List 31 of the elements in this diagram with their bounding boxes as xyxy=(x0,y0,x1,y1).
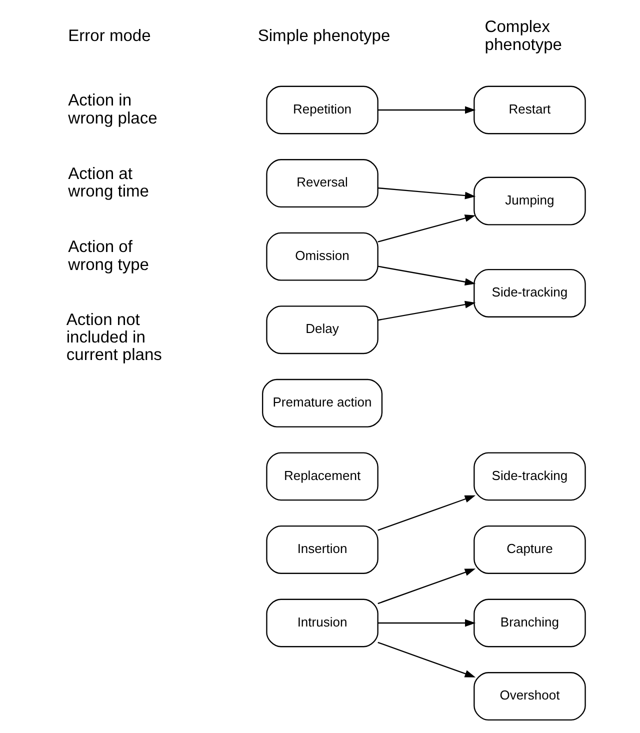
arrow xyxy=(377,495,476,531)
arrow xyxy=(377,619,476,627)
node-box: Side-tracking xyxy=(473,268,586,318)
arrow xyxy=(377,266,476,286)
label: Action not included in current plans xyxy=(66,310,162,364)
node-box: Reversal xyxy=(266,159,378,208)
node-box: Repetition xyxy=(266,86,378,134)
node-box: Insertion xyxy=(266,525,378,574)
node-box: Replacement xyxy=(266,452,378,501)
label: Action at wrong time xyxy=(68,164,148,201)
arrow xyxy=(377,214,476,242)
node-box: Overshoot xyxy=(473,672,586,721)
node-box: Omission xyxy=(266,232,378,281)
arrow xyxy=(377,106,476,114)
label: Error mode xyxy=(68,26,150,46)
arrow xyxy=(377,642,476,678)
arrow xyxy=(377,187,476,200)
node-box: Restart xyxy=(473,86,586,134)
node-box: Premature action xyxy=(262,378,382,428)
label: Action in wrong place xyxy=(68,90,157,128)
label: Complex phenotype xyxy=(484,17,562,54)
arrow xyxy=(377,300,476,321)
node-box: Branching xyxy=(473,598,586,648)
node-box: Jumping xyxy=(473,176,586,226)
node-box: Delay xyxy=(266,306,378,354)
node-box: Side-tracking xyxy=(473,452,586,501)
node-box: Intrusion xyxy=(266,598,378,648)
arrow xyxy=(377,568,476,604)
node-box: Capture xyxy=(473,525,586,574)
label: Action of wrong type xyxy=(68,237,149,274)
label: Simple phenotype xyxy=(257,26,390,46)
